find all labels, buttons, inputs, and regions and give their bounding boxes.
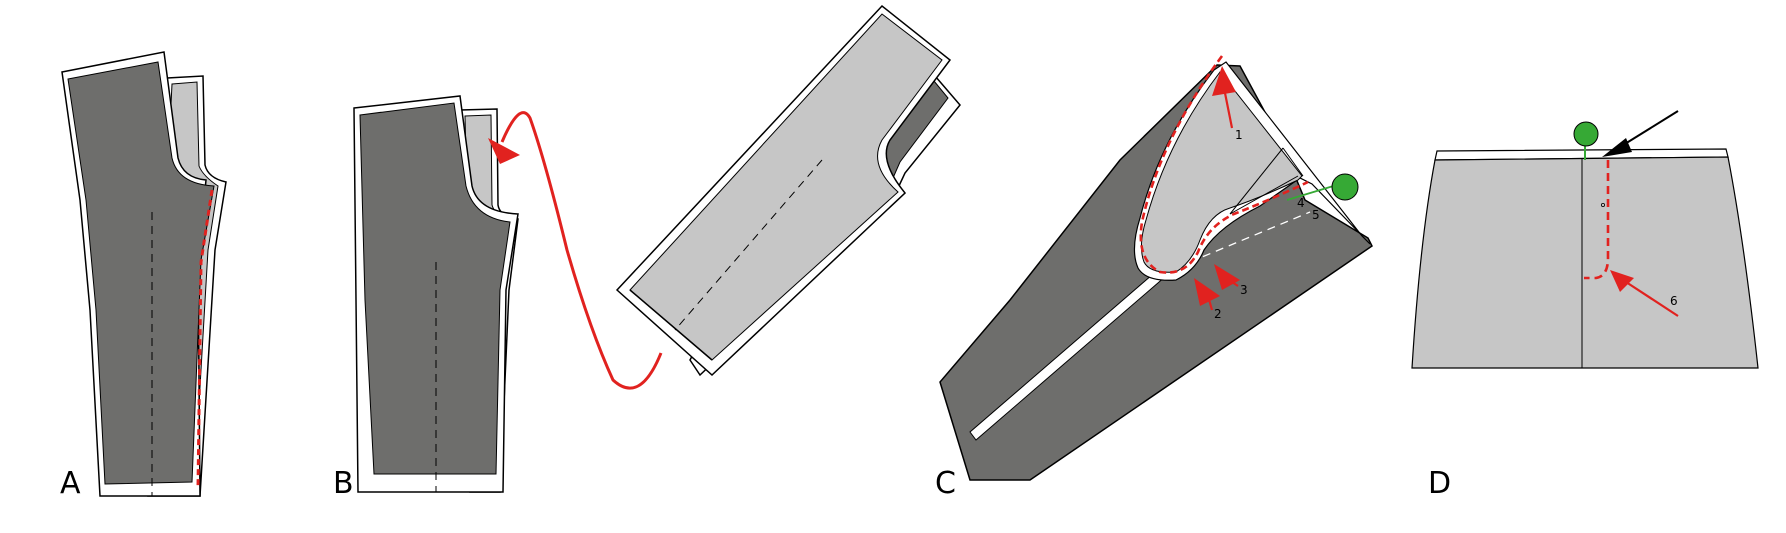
panel-d: 6 D (1411, 110, 1759, 501)
green-pin-icon (1573, 121, 1599, 147)
center-dashed-line (1189, 211, 1311, 263)
trouser-body-fabric (1411, 156, 1759, 369)
front-leg-fabric (67, 61, 215, 485)
red-arrow-1-shaft (1222, 87, 1234, 129)
black-arrow-icon (1602, 138, 1632, 157)
hem-fold-line (629, 289, 713, 361)
step-number-6: 6 (1670, 294, 1678, 308)
panel-c: 1 2 3 4 5 C (935, 55, 1373, 501)
black-arrow-shaft (1619, 110, 1679, 148)
red-arrow-icon (488, 138, 520, 164)
fold-line (1282, 147, 1304, 177)
rotated-leg (615, 4, 961, 377)
fold-line (1229, 147, 1284, 215)
red-arrow-icon (1610, 270, 1634, 292)
step-number-5: 5 (1312, 208, 1320, 222)
front-leg-fabric (359, 102, 511, 475)
red-arrow-6-shaft (1625, 281, 1679, 317)
step-number-3: 3 (1240, 283, 1248, 297)
step-number-1: 1 (1235, 128, 1243, 142)
rotated-leg-fabric (629, 13, 943, 361)
red-arrow-icon (1212, 66, 1236, 96)
green-pin-needle (1286, 183, 1341, 201)
grainline (674, 159, 823, 331)
side-seam-stitch-line (196, 189, 214, 489)
step-number-2: 2 (1214, 307, 1222, 321)
crotch-stitch-line (1139, 55, 1309, 274)
button-marker (1601, 202, 1606, 207)
panel-b: B (333, 4, 961, 501)
transfer-curve (500, 111, 663, 390)
panel-letter: C (935, 466, 956, 501)
fly-stitch-line (1584, 160, 1610, 280)
panel-a: A (60, 51, 227, 501)
panel-letter: D (1428, 466, 1451, 501)
red-arrow-icon (1214, 264, 1240, 290)
panel-letter: A (60, 466, 81, 501)
fold-line (1229, 175, 1299, 215)
panel-letter: B (333, 466, 354, 501)
red-arrow-icon (1194, 278, 1220, 306)
step-number-4: 4 (1297, 196, 1305, 210)
green-pin-icon (1331, 173, 1359, 201)
